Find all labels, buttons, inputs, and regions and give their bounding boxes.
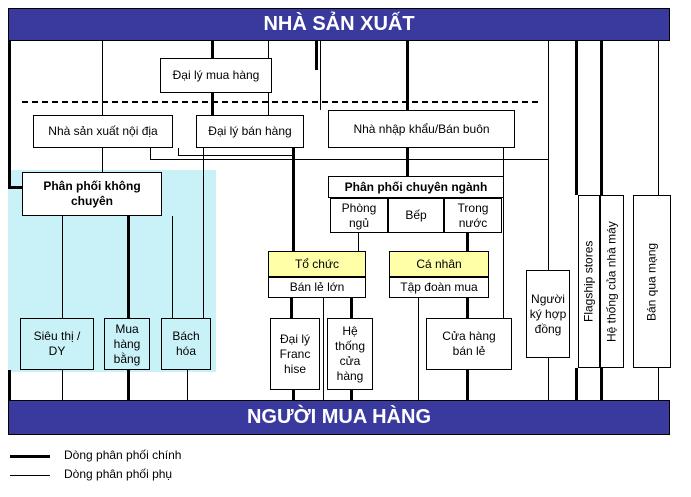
large-retail-box: Bán lẻ lớn — [268, 277, 366, 298]
non-specialized-distribution-box: Phân phối không chuyên — [22, 172, 162, 216]
connector-line — [600, 368, 603, 400]
domestic-producer-box: Nhà sản xuất nội địa — [33, 115, 173, 148]
connector-line — [8, 40, 11, 187]
connector-line — [292, 148, 295, 253]
connector-line — [211, 40, 214, 58]
connector-line — [358, 233, 359, 251]
importer-wholesaler-box: Nhà nhập khẩu/Bán buôn — [328, 110, 515, 148]
connector-line — [150, 159, 548, 160]
connector-line — [172, 216, 173, 318]
connector-line — [600, 40, 603, 195]
connector-line — [127, 216, 130, 318]
connector-line — [575, 40, 578, 195]
connector-line — [8, 370, 11, 400]
purchasing-agent-box: Đại lý mua hàng — [160, 58, 272, 93]
factory-system-box: Hệ thống của nhà máy — [600, 195, 624, 368]
connector-line — [178, 148, 179, 156]
flagship-stores-box: Flagship stores — [578, 195, 600, 368]
legend-sub-line — [10, 475, 50, 476]
specialized-distribution-box: Phân phối chuyên ngành — [328, 176, 504, 198]
connector-line — [548, 358, 549, 400]
connector-line — [350, 390, 353, 400]
connector-line — [406, 40, 409, 110]
connector-line — [418, 298, 419, 400]
connector-line — [575, 368, 578, 400]
connector-line — [187, 370, 188, 400]
sales-agent-box: Đại lý bán hàng — [196, 115, 304, 148]
mail-order-box: Mua hàng bằng — [104, 318, 150, 370]
franchise-agent-box: Đại lý Franc hise — [270, 318, 320, 390]
connector-line — [548, 40, 549, 270]
legend-main-label: Dòng phân phối chính — [64, 448, 182, 462]
connector-line — [290, 298, 293, 318]
connector-line — [102, 148, 103, 172]
connector-line — [211, 93, 214, 115]
individual-box: Cá nhân — [389, 251, 489, 277]
department-store-box: Bách hóa — [161, 318, 211, 370]
connector-line — [62, 370, 63, 400]
connector-line — [102, 40, 103, 116]
connector-line — [150, 148, 151, 160]
kitchen-box: Bếp — [388, 198, 444, 233]
connector-line — [503, 148, 504, 338]
connector-line — [127, 370, 130, 400]
connector-line — [292, 390, 295, 400]
store-system-box: Hệ thống cửa hàng — [327, 318, 373, 390]
connector-line — [320, 40, 321, 110]
online-sales-box: Bán qua mạng — [633, 195, 671, 368]
producer-band: NHÀ SẢN XUẤT — [8, 8, 670, 41]
connector-line — [658, 40, 659, 195]
connector-line — [406, 148, 409, 176]
contract-signer-box: Người ký hợp đồng — [526, 270, 570, 358]
buyer-band: NGƯỜI MUA HÀNG — [8, 400, 670, 435]
connector-line — [323, 298, 324, 400]
connector-line — [466, 298, 469, 318]
legend-main-line — [10, 455, 50, 458]
connector-line — [62, 216, 63, 318]
legend-sub-label: Dòng phân phối phụ — [64, 467, 173, 481]
connector-line — [658, 368, 659, 400]
organization-box: Tổ chức — [268, 251, 366, 277]
supermarket-box: Siêu thị / DY — [20, 318, 94, 370]
connector-line — [178, 155, 293, 156]
connector-line — [466, 370, 469, 400]
connector-line — [350, 298, 353, 318]
connector-line — [8, 186, 22, 189]
connector-line — [203, 148, 204, 368]
dashed-divider — [22, 101, 538, 103]
connector-line — [315, 40, 318, 70]
purchasing-group-box: Tập đoàn mua — [389, 277, 489, 298]
retail-store-box: Cửa hàng bán lẻ — [426, 318, 512, 370]
bedroom-box: Phòng ngủ — [330, 198, 388, 233]
domestic-box: Trong nước — [444, 198, 502, 233]
connector-line — [466, 233, 469, 253]
